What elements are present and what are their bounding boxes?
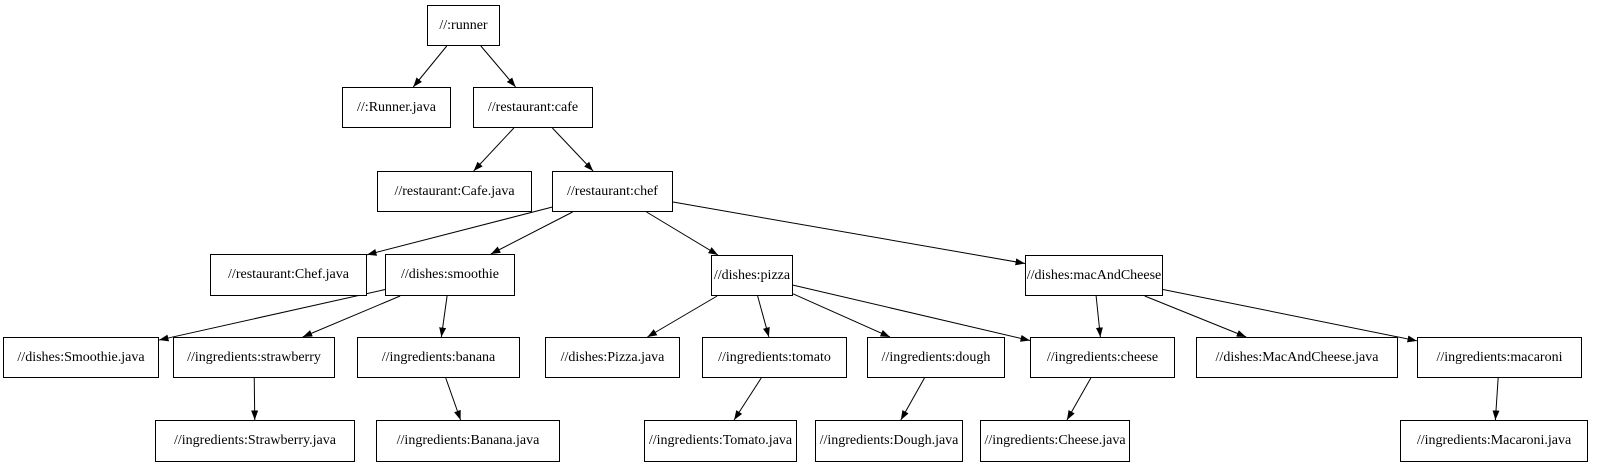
edge-mac-and-cheese-to-mac-and-cheese-java	[1144, 295, 1247, 338]
edge-runner-to-cafe	[480, 45, 517, 88]
edge-smoothie-to-smoothie-java	[158, 289, 386, 342]
node-pizza: //dishes:pizza	[711, 255, 793, 296]
edge-mac-and-cheese-to-macaroni	[1162, 288, 1418, 343]
node-tomato-java: //ingredients:Tomato.java	[644, 420, 797, 462]
node-mac-and-cheese-java: //dishes:MacAndCheese.java	[1196, 337, 1398, 378]
node-runner-java: //:Runner.java	[342, 87, 451, 128]
edge-macaroni-to-macaroni-java	[1492, 377, 1500, 421]
node-dough: //ingredients:dough	[867, 337, 1005, 378]
edge-chef-to-mac-and-cheese	[672, 201, 1026, 266]
node-strawberry-java: //ingredients:Strawberry.java	[155, 420, 355, 462]
node-dough-java: //ingredients:Dough.java	[815, 420, 963, 462]
edge-tomato-to-tomato-java	[733, 377, 762, 421]
node-strawberry: //ingredients:strawberry	[173, 337, 335, 378]
edge-runner-to-runner-java	[412, 45, 448, 88]
node-tomato: //ingredients:tomato	[702, 337, 847, 378]
edge-cafe-to-chef	[552, 127, 594, 172]
node-mac-and-cheese: //dishes:macAndCheese	[1025, 255, 1163, 296]
edge-chef-to-smoothie	[490, 211, 573, 255]
node-pizza-java: //dishes:Pizza.java	[545, 337, 680, 378]
node-smoothie: //dishes:smoothie	[385, 254, 515, 296]
node-chef: //restaurant:chef	[552, 171, 673, 212]
node-cafe: //restaurant:cafe	[473, 87, 593, 128]
edge-banana-to-banana-java	[445, 377, 462, 421]
edge-cafe-to-cafe-java	[473, 127, 515, 172]
node-cafe-java: //restaurant:Cafe.java	[377, 171, 532, 212]
edge-smoothie-to-strawberry	[302, 295, 401, 338]
node-banana-java: //ingredients:Banana.java	[376, 420, 560, 462]
node-macaroni: //ingredients:macaroni	[1417, 337, 1582, 378]
edge-mac-and-cheese-to-cheese	[1095, 295, 1103, 338]
edge-smoothie-to-banana	[439, 295, 448, 338]
node-runner: //:runner	[427, 5, 500, 46]
edge-cheese-to-cheese-java	[1066, 377, 1092, 421]
edge-pizza-to-tomato	[757, 295, 770, 338]
node-banana: //ingredients:banana	[357, 337, 520, 378]
edge-pizza-to-pizza-java	[647, 295, 718, 338]
node-cheese-java: //ingredients:Cheese.java	[980, 420, 1130, 462]
node-macaroni-java: //ingredients:Macaroni.java	[1400, 420, 1588, 462]
node-cheese: //ingredients:cheese	[1030, 337, 1175, 378]
edge-pizza-to-dough	[792, 293, 891, 338]
node-smoothie-java: //dishes:Smoothie.java	[3, 337, 159, 378]
edge-pizza-to-cheese	[792, 284, 1031, 342]
edge-chef-to-pizza	[646, 211, 719, 256]
edge-chef-to-chef-java	[366, 206, 553, 256]
edge-dough-to-dough-java	[900, 377, 925, 421]
node-chef-java: //restaurant:Chef.java	[210, 254, 367, 296]
edge-strawberry-to-strawberry-java	[251, 377, 259, 421]
